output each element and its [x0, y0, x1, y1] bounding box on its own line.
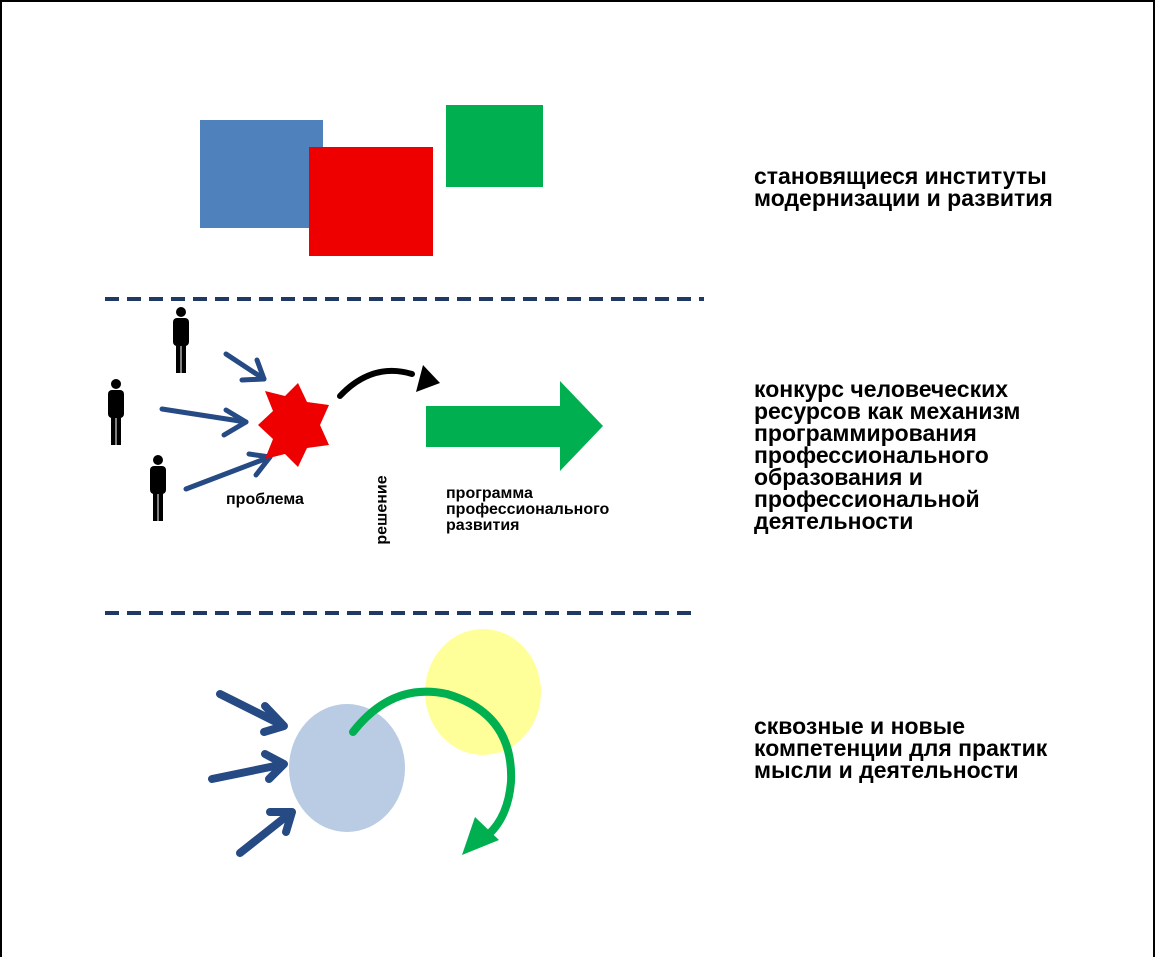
institutes-text: становящиеся институты модернизации и ра… — [754, 163, 1053, 211]
competences-label: сквозные и новые компетенции для практик… — [754, 713, 1154, 783]
yellow-circle — [425, 629, 541, 755]
arrow-icon — [239, 357, 267, 383]
arrow-icon — [266, 808, 296, 836]
arrow-icon — [223, 351, 267, 382]
blue-square — [200, 120, 323, 228]
star-icon — [258, 383, 329, 467]
arrow-icon — [261, 750, 288, 783]
arrow-icon — [208, 761, 284, 783]
arrow-icon — [183, 454, 273, 492]
light-blue-circle — [289, 704, 405, 832]
red-square — [309, 147, 433, 256]
program-label: программа профессионального развития — [446, 486, 706, 534]
block-arrow-icon — [426, 381, 603, 471]
contest-label: конкурс человеческих ресурсов как механи… — [754, 376, 1154, 534]
green-square — [446, 105, 543, 187]
competence-arrows — [208, 690, 296, 857]
arrow-icon — [236, 811, 292, 857]
program-text: программа профессионального развития — [446, 485, 610, 534]
green-arrow-head-icon — [462, 817, 499, 855]
person-icon — [150, 455, 166, 521]
curved-arrow-icon — [337, 367, 415, 399]
arrow-icon — [221, 407, 249, 438]
person-icon — [173, 307, 189, 373]
competences-text: сквозные и новые компетенции для практик… — [754, 713, 1048, 783]
contest-text: конкурс человеческих ресурсов как механи… — [754, 376, 1021, 534]
people-arrows — [159, 351, 273, 492]
arrow-icon — [216, 690, 284, 728]
arrow-icon — [260, 702, 288, 736]
curved-arrow-head-icon — [416, 365, 440, 392]
green-curved-arrow-icon — [349, 687, 516, 839]
person-icon — [108, 379, 124, 445]
institutes-label: становящиеся институты модернизации и ра… — [754, 163, 1154, 211]
solution-label: решение — [373, 475, 391, 545]
arrow-icon — [159, 406, 249, 425]
problem-label: проблема — [226, 491, 304, 508]
institutes-squares — [200, 105, 543, 256]
